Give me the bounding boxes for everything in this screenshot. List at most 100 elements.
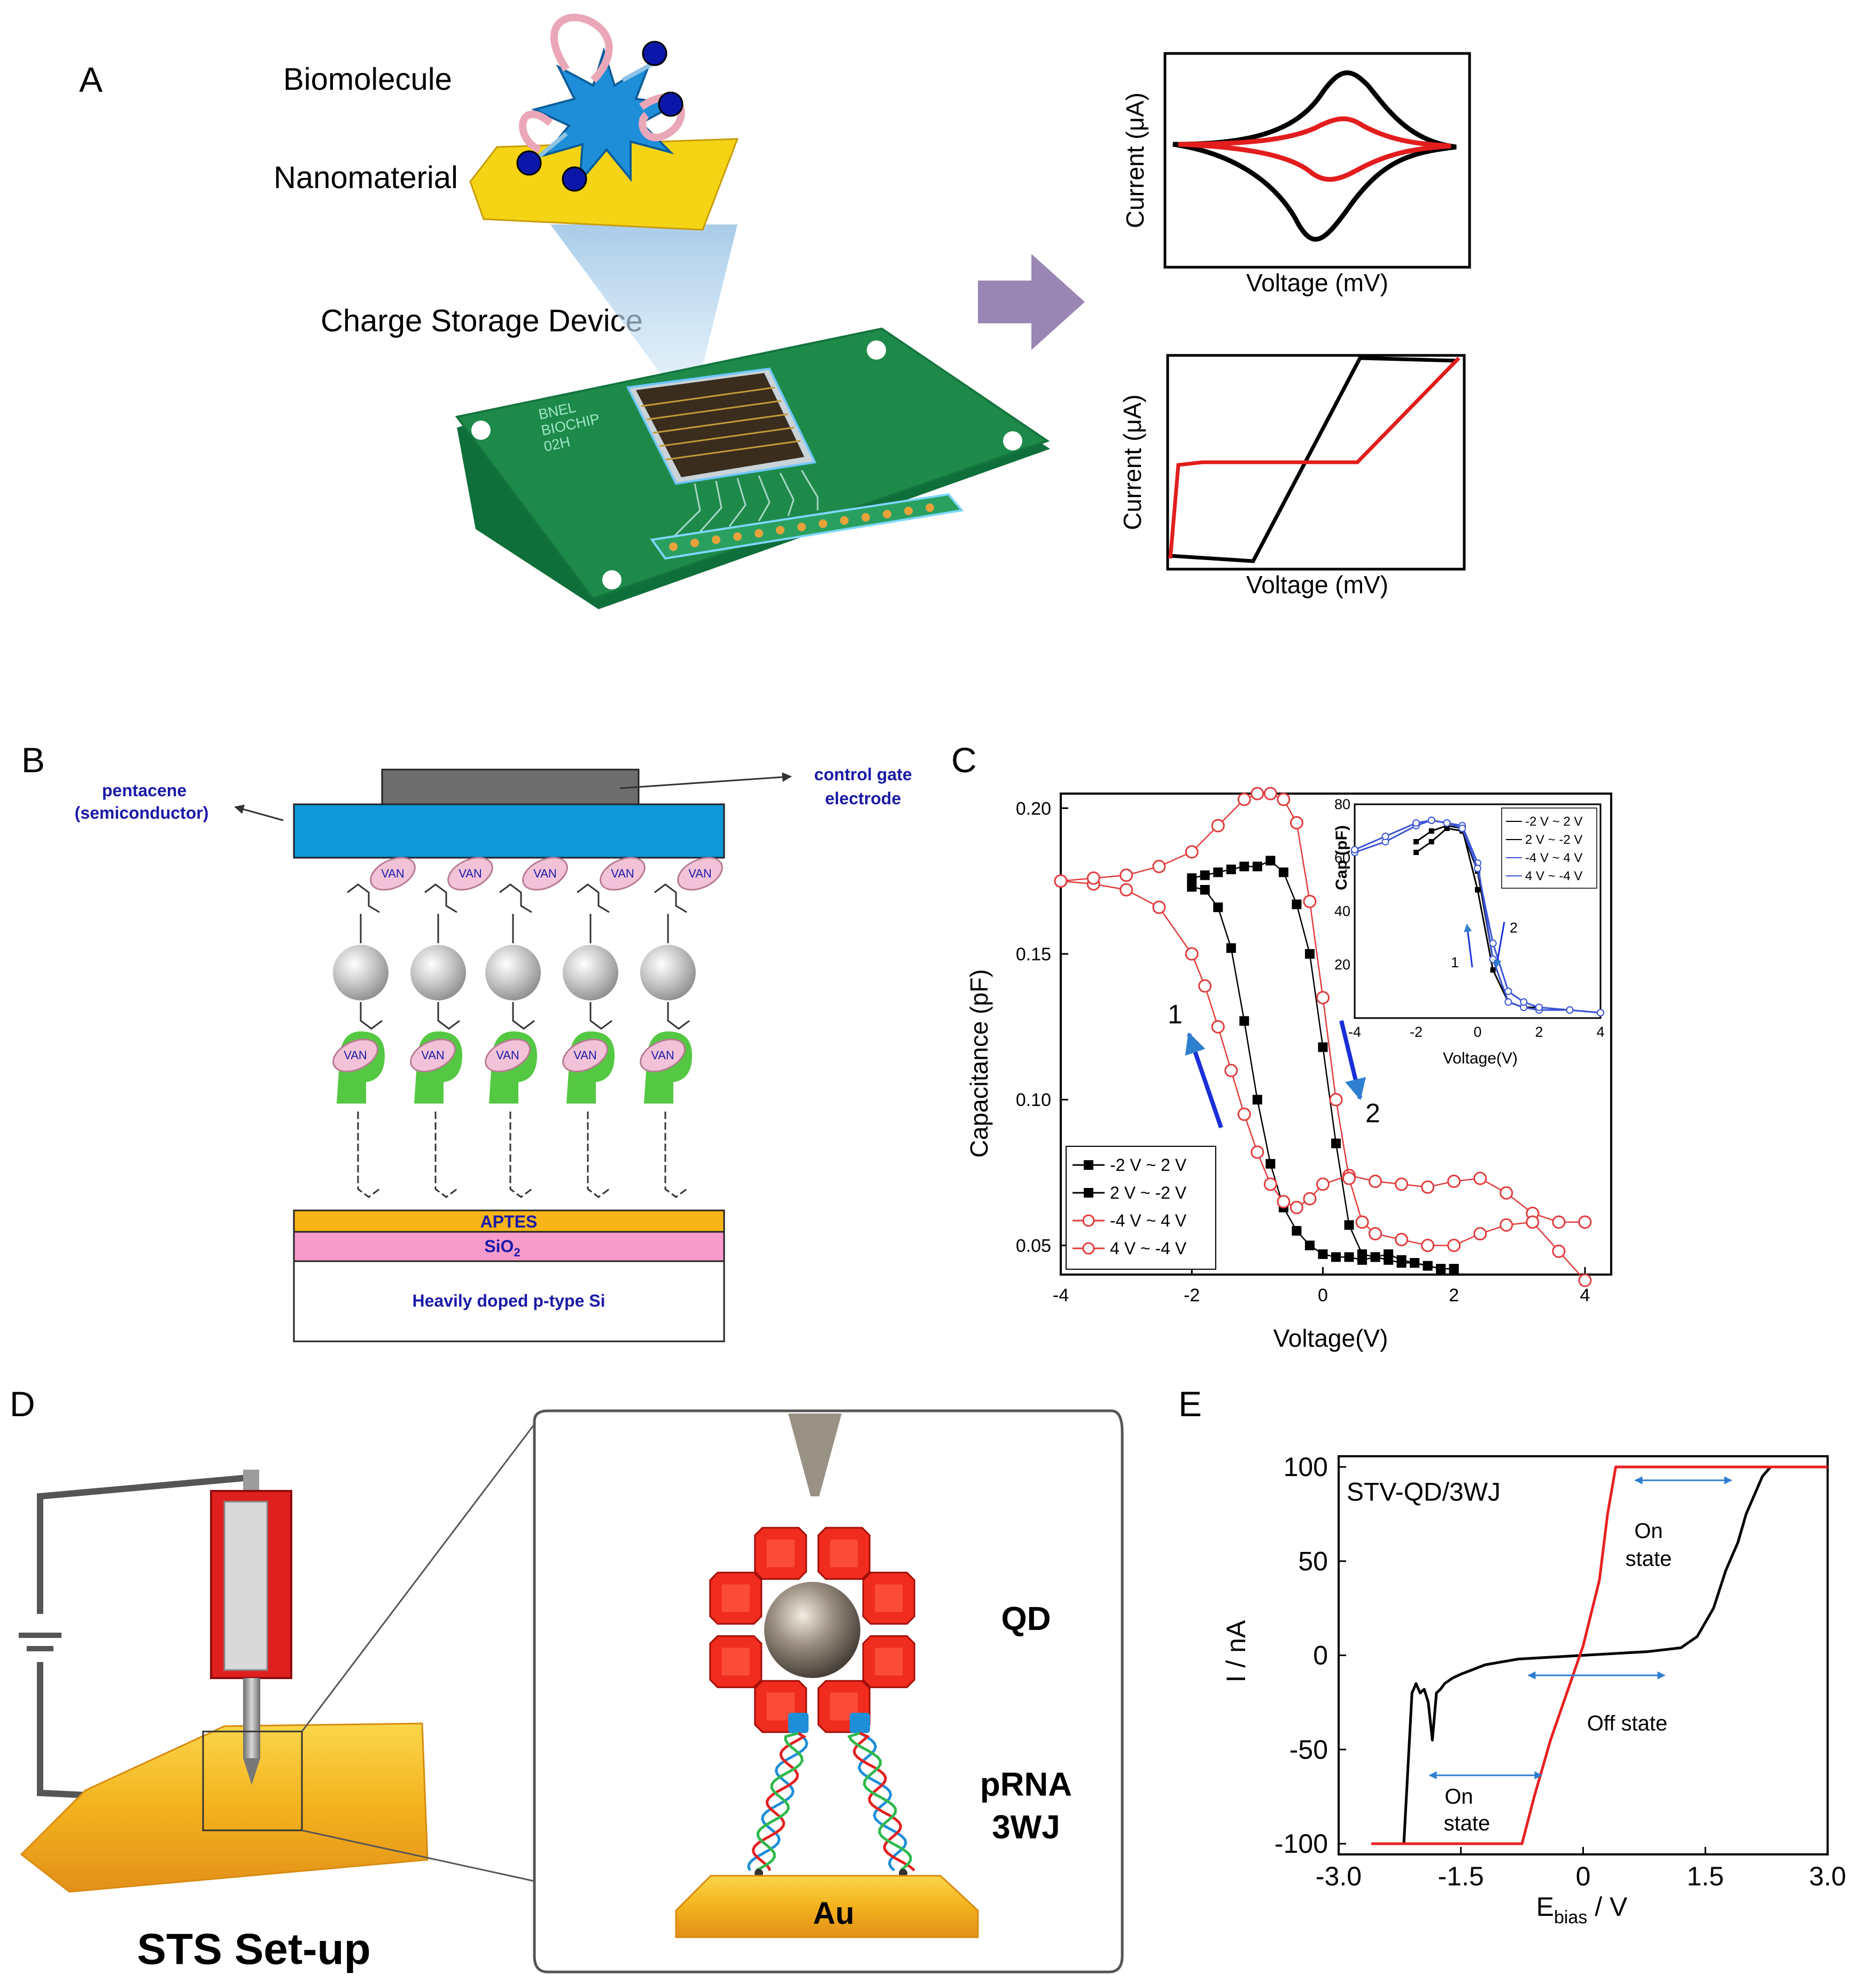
cv-ylabel: Current (μA) [1121,92,1149,228]
chip-traces [641,386,801,461]
qd-cube-face [721,1584,750,1612]
scanner-body [223,1501,268,1671]
c-legend-marker [1084,1188,1093,1198]
c-point-square [1304,949,1315,959]
c-legend-label: 4 V ~ -4 V [1110,1239,1187,1258]
c-point-circle [1578,1273,1592,1287]
control-gate-electrode [381,768,640,805]
c-point-circle [1395,1233,1409,1247]
c-ytick-label: 0.10 [1016,1090,1051,1111]
pentacene-label-2: (semiconductor) [75,803,209,822]
cv-plot-frame [1163,52,1471,269]
c-point-circle [1152,900,1166,914]
c-point-square [1318,1249,1328,1259]
c-point-square [1410,1258,1420,1268]
van-bottom [332,1038,378,1073]
on-state-upper-1: On [1634,1519,1662,1543]
van-bottom [410,1038,456,1073]
c-point-square [1226,943,1236,953]
bead-right [658,91,683,117]
gate-label-2: electrode [825,789,901,808]
c-point-circle [1342,1171,1356,1185]
e-xtick-label: 3.0 [1809,1861,1846,1891]
linker-bond-top [499,883,532,913]
e-xtick-label: -3.0 [1316,1861,1362,1891]
c-point-square [1384,1249,1394,1259]
prna-label-2: 3WJ [992,1809,1060,1846]
circuit-wire-lower [37,1662,97,1799]
sio2-label: SiO2 [484,1237,520,1259]
zoom-tip [788,1414,842,1496]
c-point-circle [1369,1174,1382,1188]
aptes-layer [293,1209,725,1233]
e-xtick-label: 1.5 [1687,1861,1724,1891]
inset-point [1520,998,1528,1006]
nanomaterial-label: Nanomaterial [274,160,458,195]
zoom-line-bottom [301,1829,535,1882]
linker-bond-top [424,883,457,913]
projection-beam [550,224,737,398]
linker-bond-mid [360,914,383,1030]
c-point-circle [1120,868,1133,882]
silicon-substrate [293,1260,725,1342]
c-point-circle [1316,1177,1330,1191]
c-point-circle [1211,1020,1225,1034]
c-point-circle [1237,793,1251,806]
panel-a: A Biomolecule Nanomaterial Charge Storag… [79,13,1471,609]
bead-top [642,41,667,66]
nanoparticle-bead [410,945,466,1000]
inset-point [1351,846,1358,853]
inset-ytick-label: 40 [1334,903,1350,919]
iv-curve-red [1168,356,1460,559]
inset-point [1489,956,1497,963]
van-bottom [485,1038,531,1073]
c-ytick-label: 0.15 [1016,944,1051,965]
panel-d-letter: D [10,1384,35,1424]
c-inset-xlabel: Voltage(V) [1443,1050,1518,1067]
qd-cube-face [875,1584,903,1612]
sts-setup-title: STS Set-up [137,1925,370,1974]
qd-cube-face [830,1539,858,1567]
c-legend-label: -4 V ~ 4 V [1110,1211,1187,1230]
van-top [600,857,646,891]
c-point-square [1436,1264,1446,1274]
c-point-circle [1250,1145,1264,1159]
van-top-label: VAN [459,867,482,880]
on-state-lower-2: state [1444,1812,1490,1835]
c-point-circle [1289,1201,1303,1215]
c-point-circle [1237,1107,1251,1121]
on-state-upper-2: state [1626,1547,1672,1571]
au-substrate [675,1875,979,1938]
rna-strand [747,1732,809,1871]
c-point-circle [1263,787,1277,801]
van-top-label: VAN [533,867,557,880]
c-point-circle [1329,1093,1343,1107]
c-point-square [1331,1138,1341,1148]
qd-cube-face [766,1539,795,1567]
van-top [447,857,493,891]
connector-strip [650,493,964,560]
linker-bond-top [347,883,380,913]
c-point-circle [1152,859,1166,873]
c-point-square [1252,1094,1262,1105]
e-ytick-label: -100 [1275,1829,1328,1859]
inset-legend-label: -2 V ~ 2 V [1525,814,1582,829]
c-point-square [1292,1226,1302,1236]
c-point-circle [1552,1244,1566,1258]
rna-strand [756,1731,804,1872]
mount-hole [1003,431,1022,451]
c-xtick-label: 0 [1318,1285,1328,1306]
linker [788,1713,809,1733]
c-point-circle [1277,1195,1291,1209]
inset-point [1428,839,1434,844]
inset-xtick-label: -4 [1348,1024,1361,1040]
linker-bond-top [654,883,687,913]
van-top-label: VAN [611,867,634,880]
e-xtick-label: 0 [1576,1861,1591,1891]
c-point-circle [1224,1063,1238,1077]
sio2-layer [293,1231,725,1262]
substrate-label: Heavily doped p-type Si [413,1291,605,1310]
c-point-square [1396,1255,1407,1265]
